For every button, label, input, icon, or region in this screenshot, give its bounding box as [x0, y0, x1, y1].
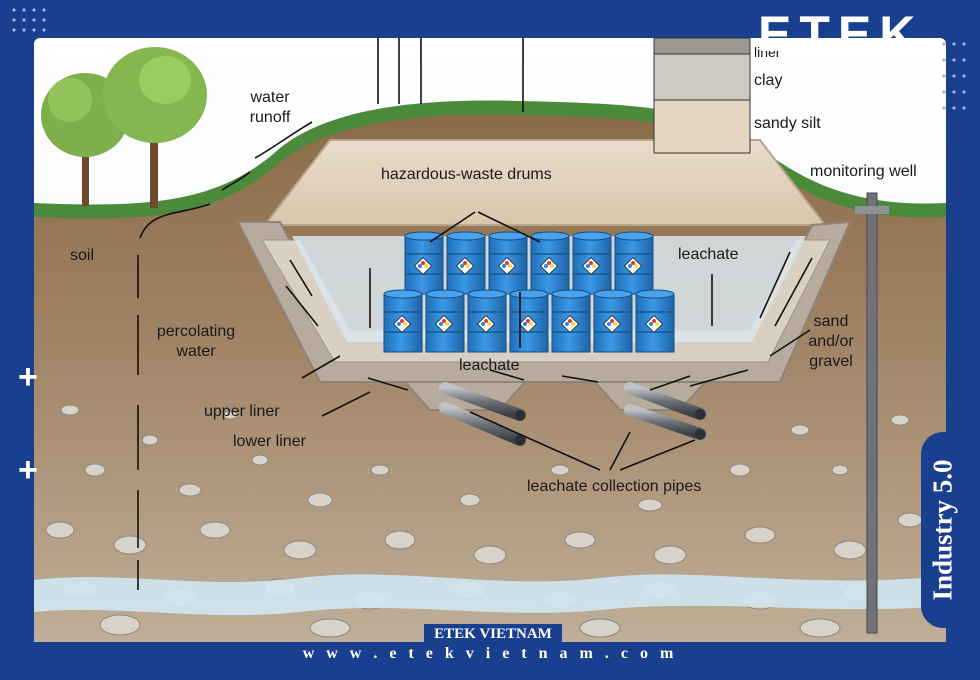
landfill-cap: [262, 139, 828, 226]
drum: [593, 289, 633, 353]
label-cap-clay: clay: [754, 72, 783, 89]
label-hazardous-waste-drums: hazardous-waste drums: [381, 166, 552, 183]
monitoring-well: [855, 192, 889, 634]
industry-tag: Industry 5.0: [921, 432, 965, 628]
leachate-collection-pipes: [439, 382, 706, 446]
label-cap-sandy-silt: sandy silt: [754, 115, 821, 132]
company-badge: ETEK VIETNAM: [424, 624, 562, 644]
label-leachate-right: leachate: [678, 246, 739, 263]
label-leachate-collection-pipes: leachate collection pipes: [527, 478, 702, 495]
drum: [509, 289, 549, 353]
trees: [41, 47, 207, 208]
label-monitoring-well: monitoring well: [810, 163, 917, 180]
drum: [383, 289, 423, 353]
groundwater-band: [34, 574, 946, 616]
dot-grid-icon: [942, 42, 966, 110]
plus-icon: +: [18, 358, 38, 396]
drum: [488, 231, 528, 295]
website-url[interactable]: w w w . e t e k v i e t n a m . c o m: [302, 645, 678, 662]
drum: [614, 231, 654, 295]
dot-grid-icon: [12, 8, 46, 32]
plus-icon: +: [18, 451, 38, 489]
drum: [446, 231, 486, 295]
drum: [530, 231, 570, 295]
label-cap-liner: liner: [754, 44, 781, 60]
hazardous-waste-drums: [383, 231, 675, 353]
label-percolating-water: percolating water: [156, 323, 236, 360]
label-upper-liner: upper liner: [204, 403, 280, 420]
drum: [425, 289, 465, 353]
label-soil: soil: [70, 247, 95, 264]
drum: [635, 289, 675, 353]
etek-logo: ETEK: [758, 6, 924, 62]
industry-tag-text: Industry 5.0: [927, 459, 958, 601]
label-leachate-center: leachate: [459, 357, 520, 374]
drum: [404, 231, 444, 295]
drum: [572, 231, 612, 295]
cap-layers-inset: [653, 37, 751, 154]
drum: [551, 289, 591, 353]
drum: [467, 289, 507, 353]
flow-arrows: [137, 38, 813, 590]
label-sand-gravel: sand and/or gravel: [808, 313, 854, 370]
label-lower-liner: lower liner: [233, 433, 306, 450]
label-water-runoff: water runoff: [249, 89, 291, 126]
